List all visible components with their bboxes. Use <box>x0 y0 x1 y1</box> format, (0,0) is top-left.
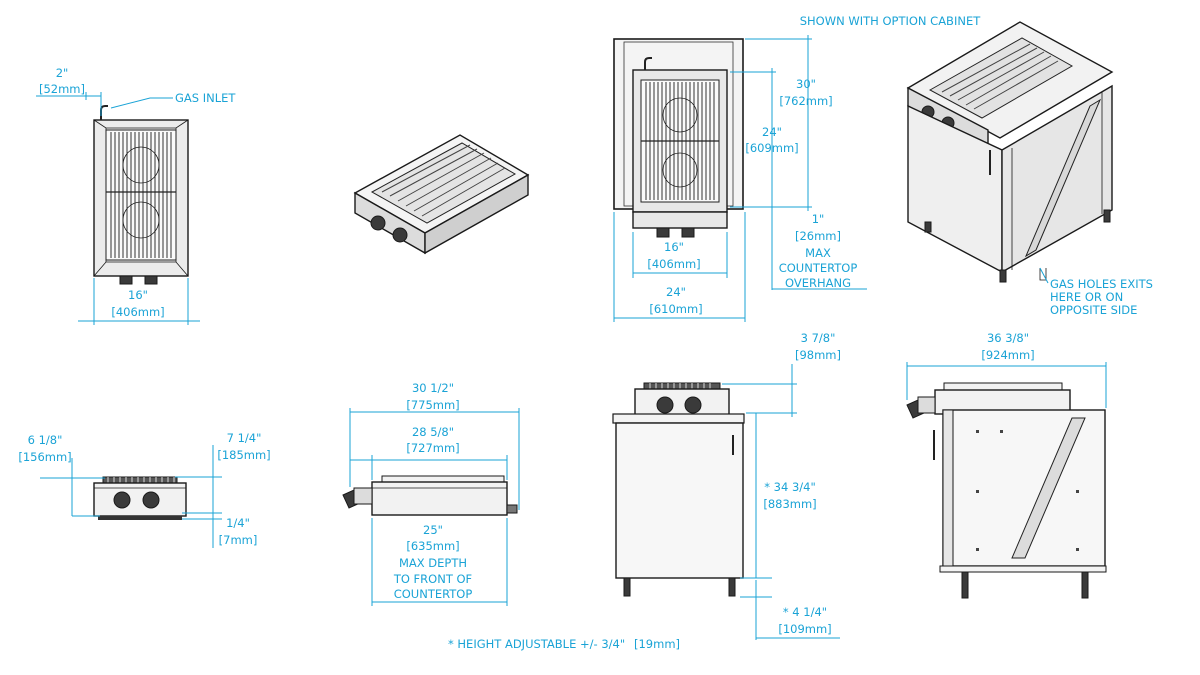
dim-overall-height-in: 7 1/4" <box>227 431 262 445</box>
dim-cabinet-width-in: 24" <box>666 285 686 299</box>
dim-cabinet-depth-mm: [762mm] <box>779 94 832 108</box>
dim-lip-in: 1/4" <box>226 516 250 530</box>
dim-grill-depth-in: 24" <box>762 125 782 139</box>
side-view-grill <box>342 475 518 516</box>
dim-top-width-mm: [406mm] <box>111 305 164 319</box>
dim-counter-height-mm: [883mm] <box>763 497 816 511</box>
dim-overall-depth-in: 36 3/8" <box>987 331 1029 345</box>
dim-top-width-in: 16" <box>128 288 148 302</box>
label-gas-holes-1: GAS HOLES EXITS <box>1050 277 1153 291</box>
side-view-grill-dims: 30 1/2" [775mm] 28 5/8" [727mm] 25" [635… <box>349 381 520 606</box>
top-view-cabinet <box>613 38 744 238</box>
dim-overall-height-mm: [185mm] <box>217 448 270 462</box>
label-to-front-of: TO FRONT OF <box>393 572 472 586</box>
dim-side-overall-mm: [775mm] <box>406 398 459 412</box>
note-height-adjustable: * HEIGHT ADJUSTABLE +/- 3/4" <box>448 637 625 651</box>
dim-max-depth-mm: [635mm] <box>406 539 459 553</box>
dim-side-body-in: 28 5/8" <box>412 425 454 439</box>
dim-side-overall-in: 30 1/2" <box>412 381 454 395</box>
front-view-grill-dims: 6 1/8" [156mm] 7 1/4" [185mm] 1/4" [7mm] <box>18 431 271 548</box>
dim-max-depth-in: 25" <box>423 523 443 537</box>
iso-grate <box>381 144 506 217</box>
dim-side-body-mm: [727mm] <box>406 441 459 455</box>
front-view-cabinet-dims: 3 7/8" [98mm] * 34 3/4" [883mm] * 4 1/4"… <box>722 331 841 640</box>
top-view-dims: 2" [52mm] GAS INLET 16" [406mm] <box>36 66 236 325</box>
label-countertop-2: COUNTERTOP <box>394 587 473 601</box>
dim-cabinet-depth-in: 30" <box>796 77 816 91</box>
dim-leg-height-mm: [109mm] <box>778 622 831 636</box>
label-gas-holes-3: OPPOSITE SIDE <box>1050 303 1137 317</box>
dim-front-height-mm: [156mm] <box>18 450 71 464</box>
label-countertop: COUNTERTOP <box>779 261 858 275</box>
front-view-grill <box>93 476 187 520</box>
dim-gas-inlet-offset-in: 2" <box>56 66 69 80</box>
dim-front-height-in: 6 1/8" <box>28 433 63 447</box>
grate-cabinet-top <box>641 82 719 200</box>
dim-grill-depth-mm: [609mm] <box>745 141 798 155</box>
label-max: MAX <box>805 246 831 260</box>
top-view-grill <box>93 105 189 285</box>
iso-cabinet-notes: GAS HOLES EXITS HERE OR ON OPPOSITE SIDE <box>1039 267 1153 317</box>
dim-grill-width-in: 16" <box>664 240 684 254</box>
label-shown-with-option-cabinet: SHOWN WITH OPTION CABINET <box>800 14 981 28</box>
label-overhang: OVERHANG <box>785 276 851 290</box>
dim-counter-height-in: * 34 3/4" <box>764 480 816 494</box>
dim-grill-width-mm: [406mm] <box>647 257 700 271</box>
iso-cabinet: SHOWN WITH OPTION CABINET <box>800 14 1114 283</box>
cabinet-holes <box>976 430 1079 551</box>
dim-overhang-in: 1" <box>812 212 825 226</box>
iso-grill <box>353 134 530 255</box>
front-view-cabinet <box>612 382 745 597</box>
dim-overall-depth-mm: [924mm] <box>981 348 1034 362</box>
dim-grill-above-in: 3 7/8" <box>801 331 836 345</box>
label-gas-holes-2: HERE OR ON <box>1050 290 1123 304</box>
note-height-adjustable-mm: [19mm] <box>634 637 680 651</box>
footnote: * HEIGHT ADJUSTABLE +/- 3/4" [19mm] <box>448 637 680 651</box>
dim-leg-height-in: * 4 1/4" <box>783 605 827 619</box>
dim-overhang-mm: [26mm] <box>795 229 841 243</box>
side-view-cabinet <box>906 382 1107 599</box>
dim-cabinet-width-mm: [610mm] <box>649 302 702 316</box>
label-max-depth: MAX DEPTH <box>399 556 467 570</box>
dim-grill-above-mm: [98mm] <box>795 348 841 362</box>
dim-gas-inlet-offset-mm: [52mm] <box>39 82 85 96</box>
dim-lip-mm: [7mm] <box>219 533 258 547</box>
label-gas-inlet: GAS INLET <box>175 91 236 105</box>
iso-cabinet-grate <box>941 43 1059 110</box>
grate-top <box>106 132 176 258</box>
side-view-cabinet-dims: 36 3/8" [924mm] <box>906 331 1107 408</box>
top-view-cabinet-dims: 30" [762mm] 24" [609mm] 1" [26mm] MAX CO… <box>613 35 867 322</box>
